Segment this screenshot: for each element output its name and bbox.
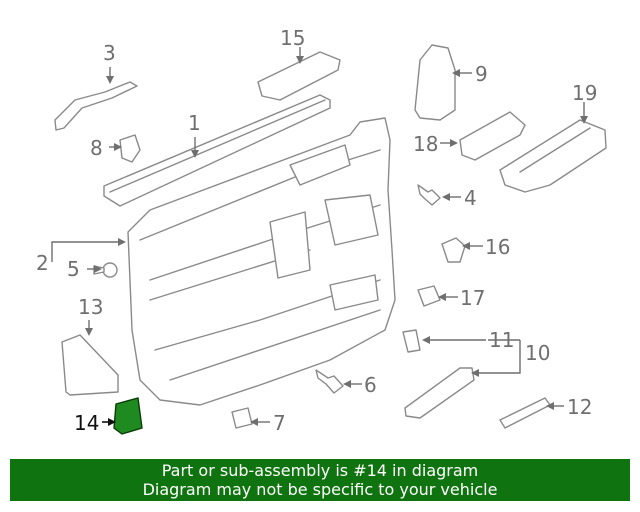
arrowheads [85,56,588,426]
banner-line-2: Diagram may not be specific to your vehi… [142,480,498,499]
part-13-trim-piece[interactable] [61,334,119,396]
callout-17: 17 [460,286,485,310]
callout-19: 19 [572,81,597,105]
callout-5: 5 [67,257,80,281]
leader-10 [477,340,521,374]
part-17-clip[interactable] [417,285,441,307]
part-9-mirror-cover[interactable] [414,44,456,121]
callout-3: 3 [103,41,116,65]
part-11-clip[interactable] [402,329,421,353]
callout-7: 7 [273,411,286,435]
callout-15: 15 [280,26,305,50]
callout-9: 9 [475,62,488,86]
callout-14: 14 [74,411,99,435]
callout-6: 6 [364,373,377,397]
part-10-pull-handle[interactable] [404,367,475,419]
part-5-push-pin[interactable] [93,262,118,278]
callout-13: 13 [78,295,103,319]
callout-4: 4 [464,186,477,210]
part-15-switch-bezel[interactable] [257,51,341,101]
callout-18: 18 [413,132,438,156]
callout-2: 2 [36,251,49,275]
part-12-cover-plate[interactable] [499,397,551,429]
part-7-clip[interactable] [231,407,253,429]
part-2-door-trim-panel[interactable] [127,117,396,406]
part-14-highlighted[interactable] [113,397,143,435]
info-banner: Part or sub-assembly is #14 in diagram D… [10,459,630,501]
part-1-weatherstrip[interactable] [103,94,331,207]
part-4-screw[interactable] [417,184,441,206]
callout-labels: 1 2 3 4 5 6 7 8 9 10 11 12 13 14 15 16 1… [36,26,597,435]
part-8-retainer[interactable] [119,134,141,163]
part-16-clip[interactable] [441,237,466,263]
callout-16: 16 [485,235,510,259]
callout-12: 12 [567,395,592,419]
part-3-bracket[interactable] [54,81,138,131]
part-18-switch[interactable] [459,111,526,161]
callout-11: 11 [489,328,514,352]
banner-line-1: Part or sub-assembly is #14 in diagram [161,461,479,480]
callout-8: 8 [90,136,103,160]
callout-10: 10 [525,341,550,365]
part-6-screw[interactable] [315,369,344,394]
callout-1: 1 [188,111,201,135]
leader-2 [51,241,120,262]
